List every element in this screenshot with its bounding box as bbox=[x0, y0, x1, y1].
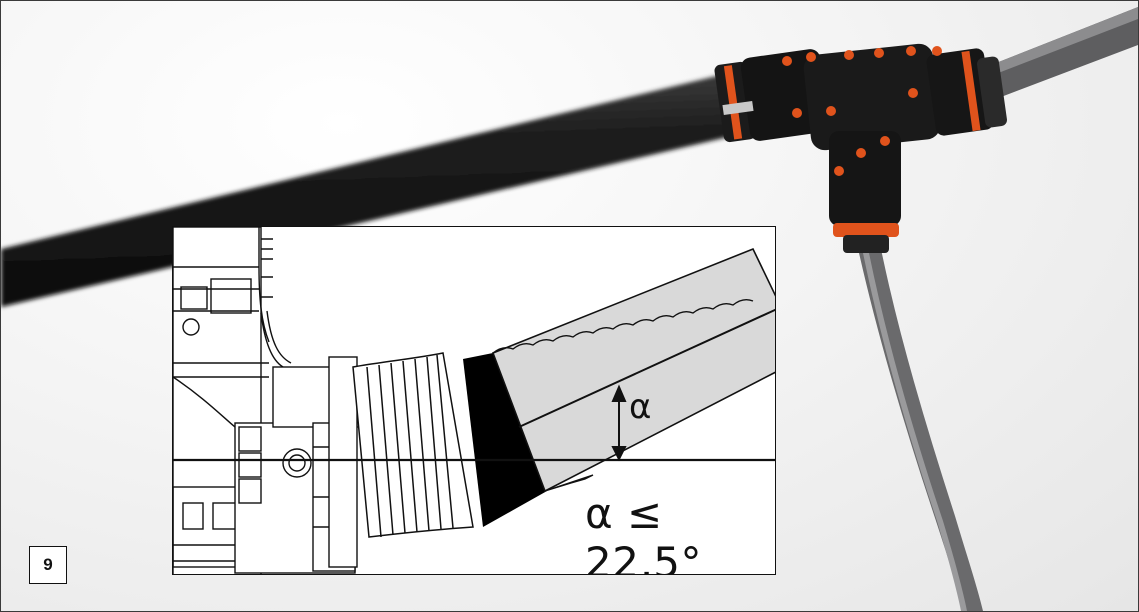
inset-drawing: α α ≤ 22,5° bbox=[172, 226, 776, 575]
angle-arrow bbox=[611, 384, 627, 462]
seal-band bbox=[463, 353, 547, 527]
flex-conduit-upper bbox=[991, 7, 1138, 97]
angled-pipe bbox=[491, 247, 775, 493]
flex-conduit-lower bbox=[859, 249, 983, 611]
corrugated-coupler bbox=[352, 352, 474, 538]
angle-limit-label: α ≤ 22,5° bbox=[585, 489, 703, 575]
tee-block bbox=[234, 356, 360, 574]
step-number-badge: 9 bbox=[29, 546, 67, 584]
installation-drawing bbox=[173, 227, 775, 574]
tee-fitting bbox=[714, 43, 1007, 253]
alpha-symbol: α bbox=[629, 387, 652, 427]
